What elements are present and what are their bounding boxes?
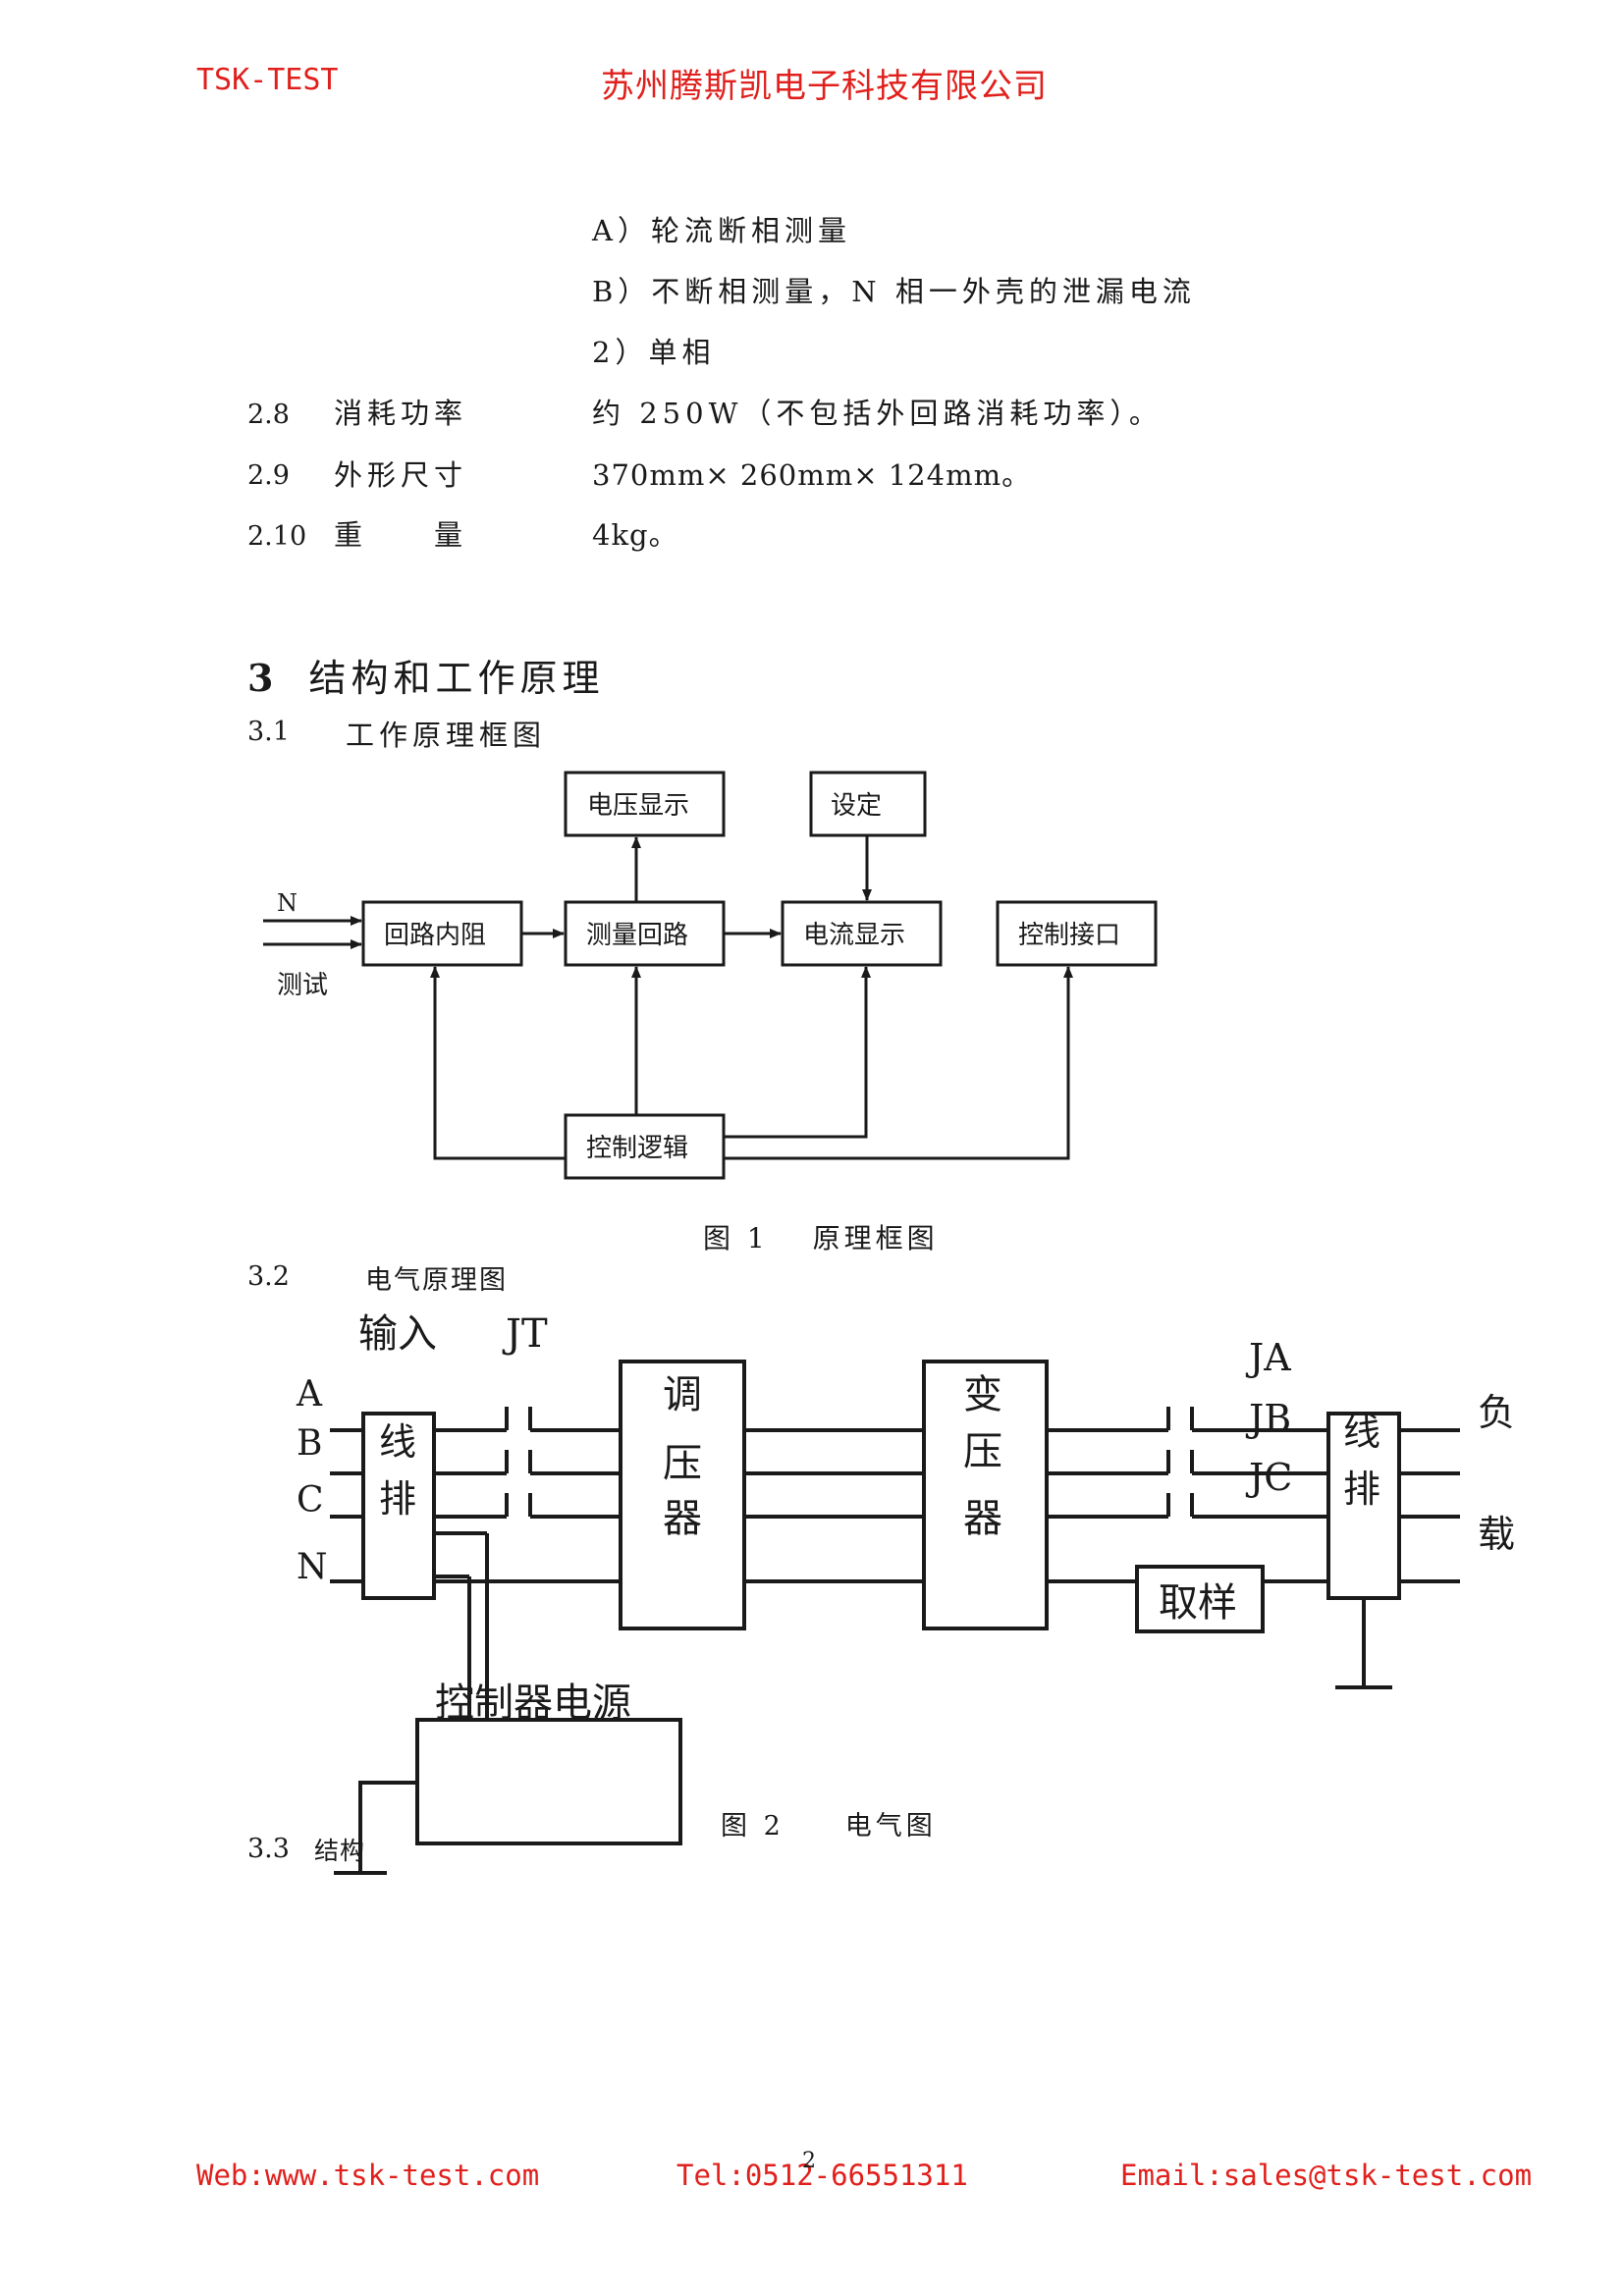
control-logic-box [564, 1113, 726, 1180]
section-number: 3 [247, 656, 279, 700]
list-line-b: B）不断相测量，N 相一外壳的泄漏电流 [592, 275, 1196, 308]
spec-label: 重 量 [334, 518, 468, 552]
figure-2-caption: 图 2 电气图 [721, 1811, 937, 1842]
subsection-num: 3.1 [247, 717, 290, 747]
spec-value: 370mm× 260mm× 124mm。 [592, 458, 1032, 492]
spec-label: 消耗功率 [334, 397, 468, 430]
electrical-diagram: 输入 JT A B C N 线 排 调 压 器 变 压 器 JA JB JC 线… [296, 1311, 1515, 1875]
terminal-char: 排 [379, 1477, 416, 1521]
box-label: 设定 [831, 791, 882, 821]
contactor-label: JC [1245, 1456, 1292, 1499]
subsection-title: 电气原理图 [365, 1265, 508, 1296]
spec-value: 约 250W（不包括外回路消耗功率）。 [592, 397, 1163, 430]
spec-value: 4kg。 [592, 518, 678, 552]
regulator-char: 调 [663, 1372, 702, 1417]
transformer-char: 器 [963, 1496, 1002, 1541]
box-label: 回路内阻 [384, 921, 486, 950]
transformer-char: 变 [963, 1372, 1002, 1417]
header-brand: TSK-TEST [196, 63, 339, 97]
sampling-block [1135, 1565, 1265, 1633]
controller-power-label: 控制器电源 [435, 1681, 631, 1726]
box-label: 电压显示 [587, 791, 689, 821]
box-label: 电流显示 [803, 921, 905, 950]
transformer-block [922, 1360, 1049, 1630]
list-line-single-phase: 2）单相 [592, 336, 716, 369]
test-label: 测试 [277, 971, 328, 1000]
regulator-char: 压 [663, 1441, 702, 1486]
load-char: 负 [1478, 1391, 1515, 1434]
jt-label: JT [502, 1311, 548, 1357]
input-n-label: N [277, 889, 298, 917]
controller-power-block [415, 1718, 682, 1845]
spec-label: 外形尺寸 [334, 458, 468, 492]
subsection-title: 结构 [314, 1837, 366, 1865]
header-company-name: 苏州腾斯凯电子科技有限公司 [601, 67, 1048, 106]
spec-num: 2.10 [247, 521, 307, 552]
input-label: 输入 [358, 1311, 437, 1357]
box-label: 控制逻辑 [586, 1134, 688, 1163]
control-interface-box [996, 900, 1158, 967]
footer-web[interactable]: Web:www.tsk-test.com [196, 2159, 540, 2192]
transformer-char: 压 [963, 1429, 1002, 1474]
subsection-title: 工作原理框图 [346, 719, 547, 752]
phase-label: A [296, 1374, 323, 1415]
block-diagram: 电压显示 设定 回路内阻 测量回路 电流显示 控制接口 控制逻辑 N 测试 [263, 771, 1158, 1180]
terminal-char: 排 [1343, 1468, 1380, 1511]
phase-label: C [297, 1480, 324, 1521]
list-line-a: A）轮流断相测量 [592, 214, 851, 247]
terminal-char: 线 [379, 1420, 416, 1464]
figure-1-caption: 图 1 原理框图 [703, 1222, 939, 1255]
phase-label: B [297, 1423, 322, 1464]
voltage-display-box [564, 771, 726, 837]
page-number: 2 [802, 2149, 816, 2173]
contactor-label: JA [1245, 1336, 1291, 1379]
section-heading: 3 结构和工作原理 [247, 648, 605, 702]
terminal-char: 线 [1343, 1411, 1380, 1454]
sampling-label: 取样 [1159, 1580, 1237, 1626]
regulator-char: 器 [663, 1496, 702, 1541]
contactor-label: JB [1245, 1397, 1291, 1440]
subsection-num: 3.2 [247, 1261, 290, 1292]
footer-tel: Tel:0512-66551311 [676, 2159, 968, 2192]
phase-label: N [297, 1547, 328, 1587]
box-label: 控制接口 [1018, 921, 1120, 950]
section-title: 结构和工作原理 [308, 657, 605, 700]
box-label: 测量回路 [586, 921, 688, 950]
spec-num: 2.8 [247, 400, 290, 430]
load-char: 载 [1478, 1513, 1515, 1556]
left-terminal-block [361, 1412, 436, 1600]
footer-email[interactable]: Email:sales@tsk-test.com [1120, 2159, 1533, 2192]
spec-num: 2.9 [247, 460, 290, 491]
subsection-num: 3.3 [247, 1834, 290, 1864]
current-display-box [781, 900, 943, 967]
regulator-block [619, 1360, 746, 1630]
